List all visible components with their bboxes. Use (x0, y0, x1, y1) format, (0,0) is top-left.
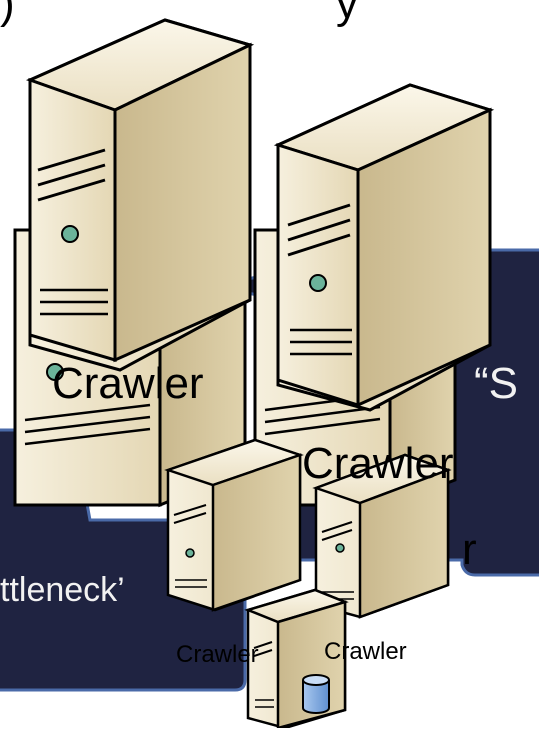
callout-quote-text: “S (474, 362, 518, 406)
server-front-right (278, 85, 490, 410)
crawler-label-large-left: Crawler (52, 362, 204, 406)
database-icon (303, 675, 329, 713)
top-fragment-label: ) (0, 0, 15, 26)
crawler-label-small-left: Crawler (176, 643, 259, 667)
crawler-label-small-right: Crawler (324, 640, 407, 664)
server-small-left (168, 440, 300, 610)
server-front-left (30, 20, 250, 370)
crawler-label-large-right: Crawler (302, 442, 454, 486)
top-y-label: y (336, 0, 358, 26)
callout-r-fragment: r (462, 528, 477, 572)
callout-bottleneck-text: ttleneck’ (0, 573, 125, 607)
